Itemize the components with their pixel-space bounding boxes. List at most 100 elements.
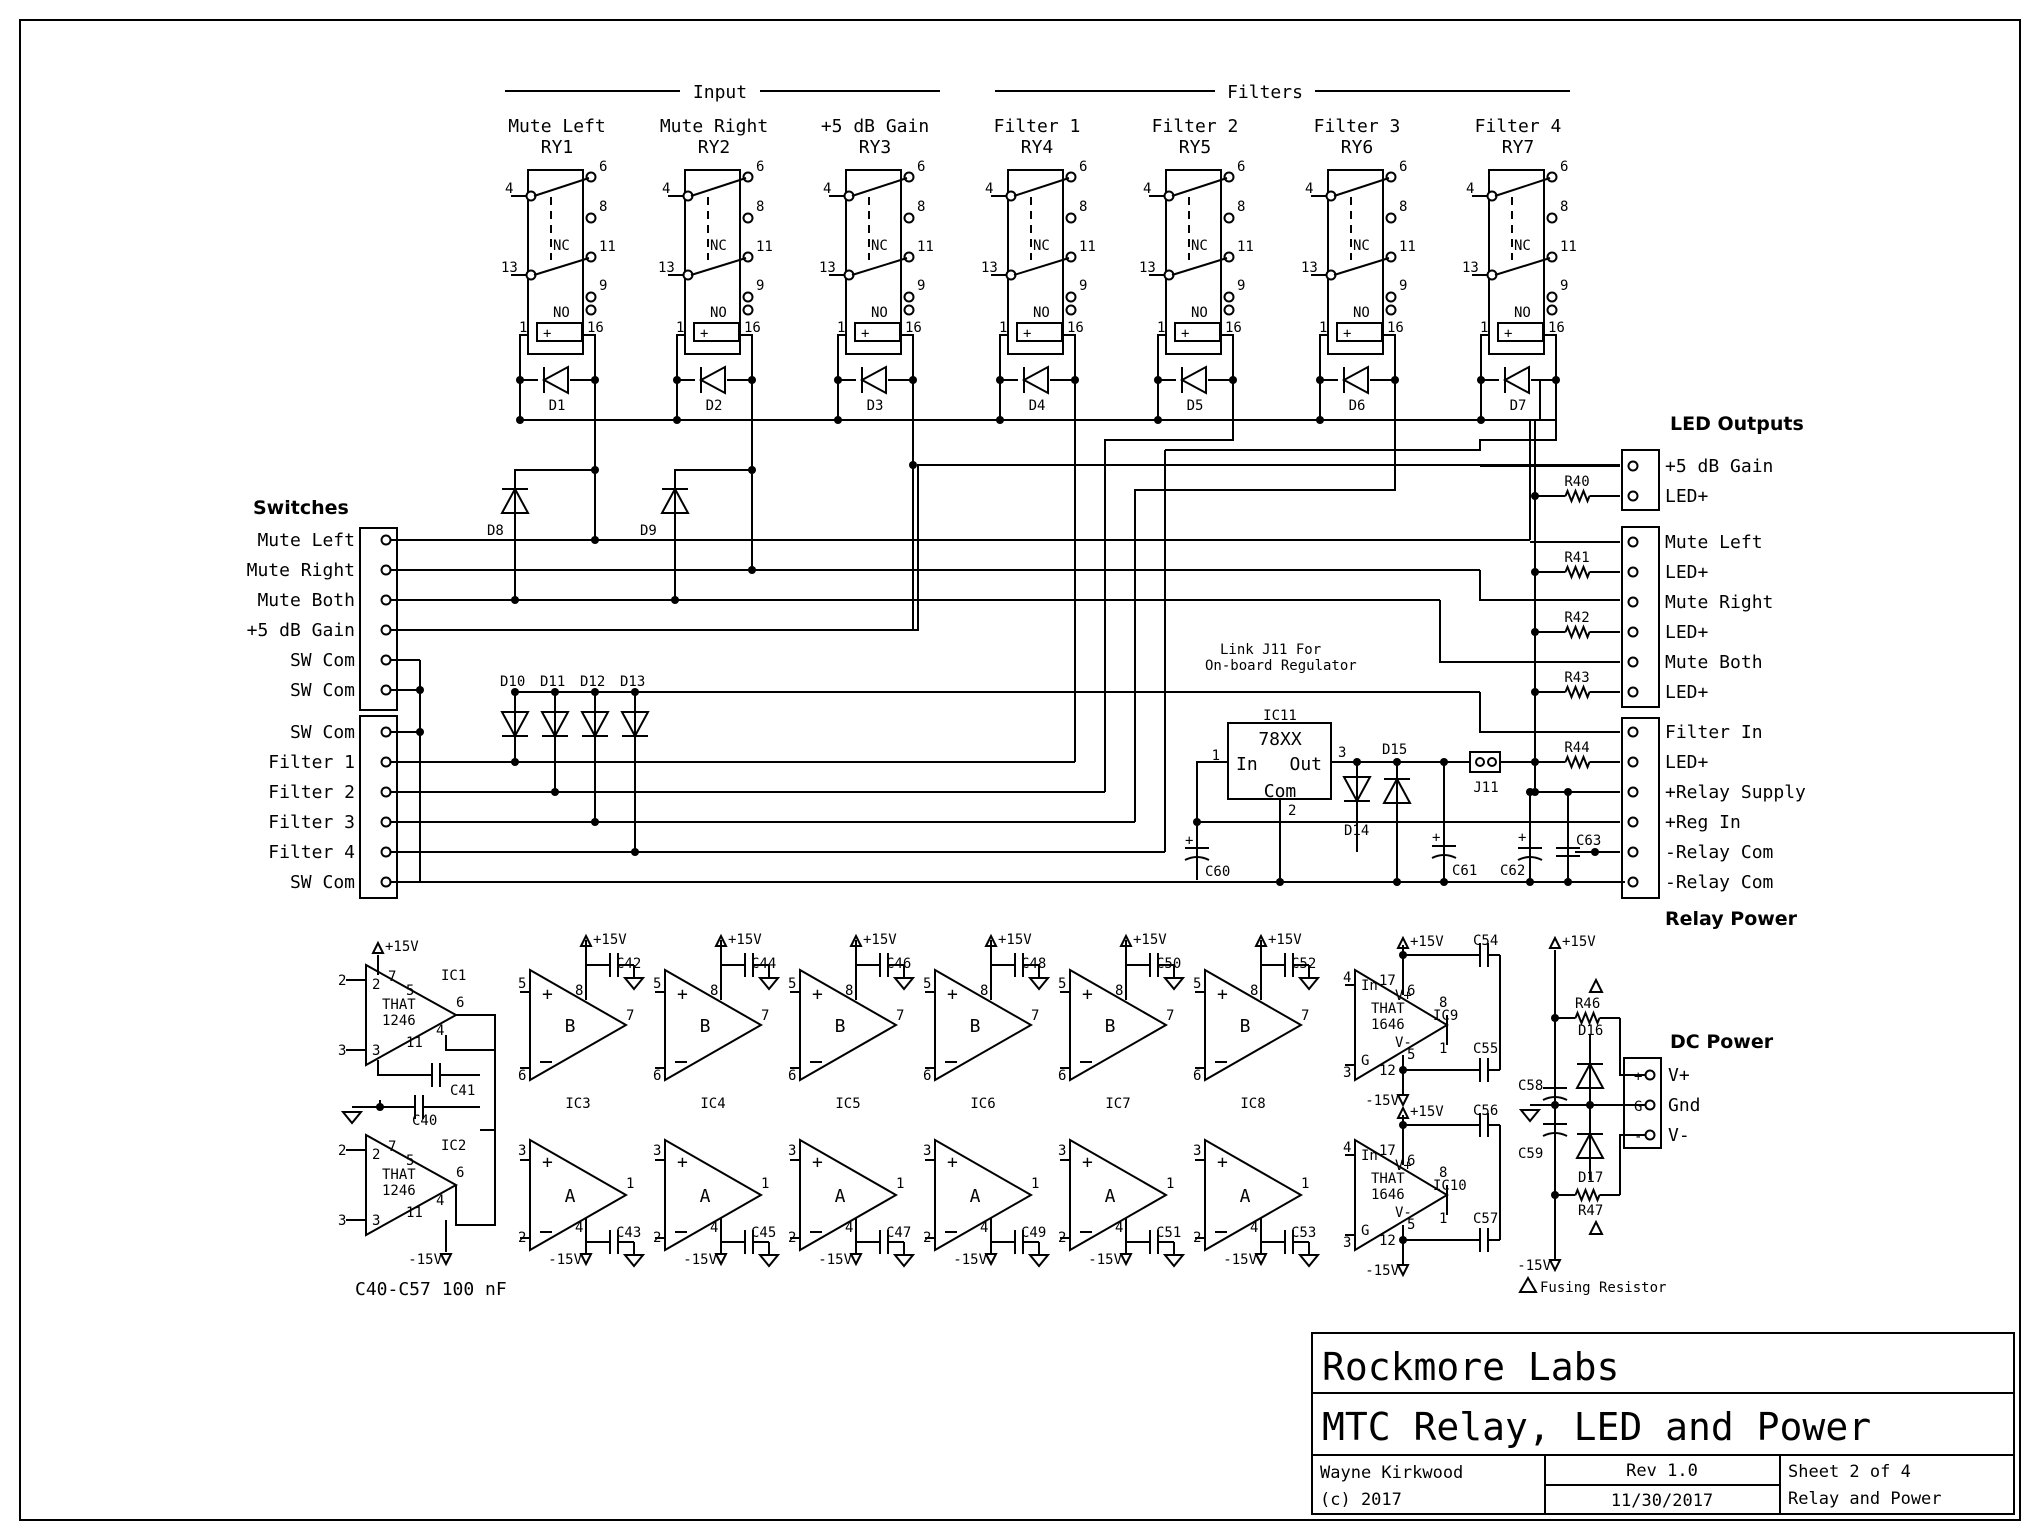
cap-label: C56 — [1473, 1103, 1498, 1119]
bypass-ground — [757, 977, 781, 991]
pin-circle — [1546, 304, 1558, 316]
cap-note: C40-C57 100 nF — [355, 1279, 507, 1300]
led-pin-label: +5 dB Gain — [1665, 456, 1773, 477]
amp-letter: A — [835, 1186, 846, 1207]
that1646-driver: InGTHAT1646V+V-IC943+15V-15VC54C55171265… — [1343, 933, 1501, 1109]
reg-pin: In — [1236, 754, 1258, 775]
amp-label: THAT — [382, 1167, 416, 1183]
pin-num: 5 — [518, 976, 526, 992]
pin-num: 8 — [1439, 1165, 1447, 1181]
diode-label: D7 — [1510, 398, 1527, 414]
flyback-diode — [859, 365, 887, 395]
switch-arm — [1333, 177, 1390, 197]
coil-polarity: + — [1343, 326, 1351, 342]
pin-num: 4 — [1305, 181, 1313, 197]
relay-body — [527, 169, 584, 355]
wire — [445, 1035, 496, 1226]
pin-circle — [585, 291, 597, 303]
wire — [1134, 380, 1396, 822]
led-pin-label: Mute Left — [1665, 532, 1763, 553]
pin-num: 8 — [845, 983, 853, 999]
flyback-diode — [1179, 365, 1207, 395]
pin-num: 8 — [1115, 983, 1123, 999]
pin-num: 4 — [845, 1220, 853, 1236]
pin-num: 3 — [1193, 1143, 1201, 1159]
supply-label: -15V — [1365, 1263, 1399, 1279]
power-connector — [1621, 717, 1660, 899]
amp-plus: + — [812, 1152, 823, 1173]
resistor-zigzag — [1564, 684, 1591, 700]
pin-circle — [1223, 291, 1235, 303]
wire — [1619, 1134, 1645, 1195]
junction-dot — [671, 596, 679, 604]
bypass-ground — [1297, 1254, 1321, 1268]
pin-circle — [1065, 304, 1077, 316]
pin-num: 5 — [923, 976, 931, 992]
switch-pin-label: Mute Both — [257, 590, 355, 611]
amp-ref: IC2 — [441, 1138, 466, 1154]
pin-num: 1 — [626, 1176, 634, 1192]
wire — [1479, 570, 1620, 601]
pin-circle — [1627, 816, 1639, 828]
junction-dot — [1531, 628, 1539, 636]
pin-label: NO — [1353, 305, 1370, 321]
supply-label: +15V — [1410, 1104, 1444, 1120]
pin-num: 1 — [519, 320, 527, 336]
power-pin-label: +Reg In — [1665, 812, 1741, 833]
relay-name: Filter 3 — [1314, 116, 1401, 137]
pin-num: 5 — [1407, 1217, 1415, 1233]
pin-circle — [1223, 304, 1235, 316]
supply-minus-symbol: -15V — [1223, 1252, 1268, 1268]
bypass-ground — [1162, 1254, 1186, 1268]
cap-c61 — [1431, 845, 1457, 859]
pin-circle — [1627, 876, 1639, 888]
pin-circle — [1385, 291, 1397, 303]
pin-num: 3 — [1058, 1143, 1066, 1159]
pin-label: V+ — [1395, 988, 1412, 1004]
wire — [1544, 334, 1557, 380]
pin-num: 9 — [1560, 278, 1568, 294]
amp-ref: IC3 — [565, 1096, 590, 1112]
led-connector-1 — [1621, 449, 1660, 511]
wire — [901, 334, 914, 380]
junction-dot — [551, 688, 559, 696]
pin-circle — [1627, 756, 1639, 768]
pin-num: 11 — [1560, 239, 1577, 255]
pin-num: 11 — [406, 1035, 423, 1051]
supply-plus-symbol: +15V — [1119, 932, 1167, 948]
wire — [740, 334, 753, 380]
coil-polarity: + — [1504, 326, 1512, 342]
switch-arm — [851, 257, 908, 276]
cap-c58 — [1542, 1087, 1568, 1101]
pin-num: 1 — [761, 1176, 769, 1192]
pin-num: 12 — [1379, 1233, 1396, 1249]
resistor-zigzag — [1564, 754, 1591, 770]
cap-label: C63 — [1576, 833, 1601, 849]
pin-label: NC — [1033, 238, 1050, 254]
cap-label: C48 — [1021, 956, 1046, 972]
pin-num: 6 — [456, 995, 464, 1011]
pin-num: 4 — [436, 1023, 444, 1039]
supply-label: -15V — [818, 1252, 852, 1268]
pin-circle — [1627, 686, 1639, 698]
pin-num: 2 — [1058, 1230, 1066, 1246]
pin-circle — [1546, 171, 1558, 183]
pin-num: 6 — [456, 1165, 464, 1181]
pin-num: 16 — [744, 320, 761, 336]
junction-dot — [591, 818, 599, 826]
diode-d14 — [1342, 776, 1372, 804]
pin-num: 16 — [905, 320, 922, 336]
junction-dot — [1531, 688, 1539, 696]
wire — [1439, 600, 1620, 663]
resistor-zigzag — [1574, 1010, 1601, 1026]
amp-triangle — [664, 968, 764, 1082]
pin-num: 3 — [372, 1213, 380, 1229]
pin-num: 3 — [372, 1043, 380, 1059]
pin-num: 4 — [662, 181, 670, 197]
